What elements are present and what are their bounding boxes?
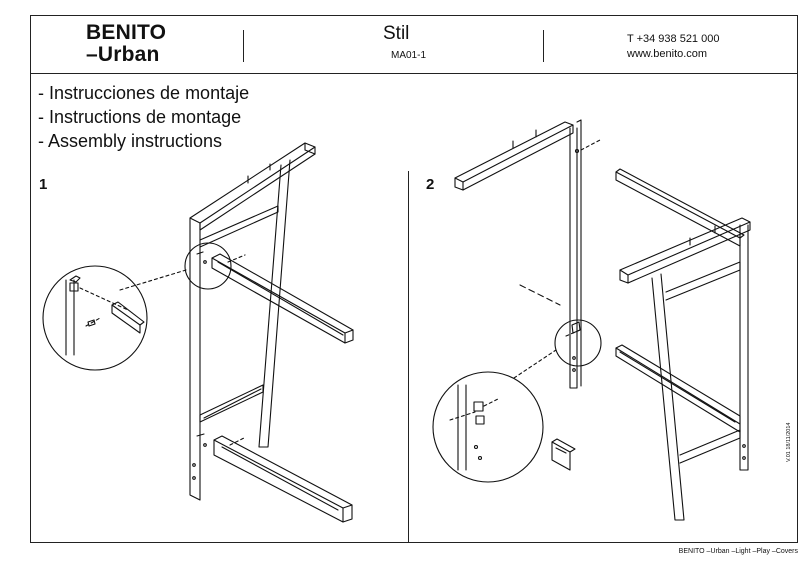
title-english: - Assembly instructions xyxy=(38,131,223,151)
header-divider xyxy=(243,30,244,62)
assembly-sheet: BENITO –Urban Stil MA01-1 T +34 938 521 … xyxy=(30,15,798,543)
instruction-titles: - Instrucciones de montaje - Instruction… xyxy=(38,81,249,153)
step2-frame-illustration xyxy=(432,119,751,521)
step-number: 2 xyxy=(426,176,435,193)
brand-name: BENITO xyxy=(86,21,167,44)
contact-info: T +34 938 521 000 www.benito.com xyxy=(627,32,719,62)
product-name: Stil xyxy=(383,23,410,44)
product-code: MA01-1 xyxy=(391,50,427,61)
brand-logo: BENITO –Urban xyxy=(86,22,166,66)
header-divider xyxy=(543,30,544,62)
title-french: - Instructions de montage xyxy=(38,107,242,127)
header-rule xyxy=(31,73,797,74)
website: www.benito.com xyxy=(627,48,708,60)
brand-collection: –Urban xyxy=(86,43,160,66)
step-divider xyxy=(408,171,409,543)
step-number: 1 xyxy=(39,176,48,193)
title-spanish: - Instrucciones de montaje xyxy=(38,83,250,103)
version-stamp: V.01 18/11/2014 xyxy=(786,422,792,462)
step1-frame-illustration xyxy=(42,142,354,523)
phone-number: T +34 938 521 000 xyxy=(627,33,720,45)
collections-footer: BENITO –Urban –Light –Play –Covers xyxy=(678,548,798,555)
